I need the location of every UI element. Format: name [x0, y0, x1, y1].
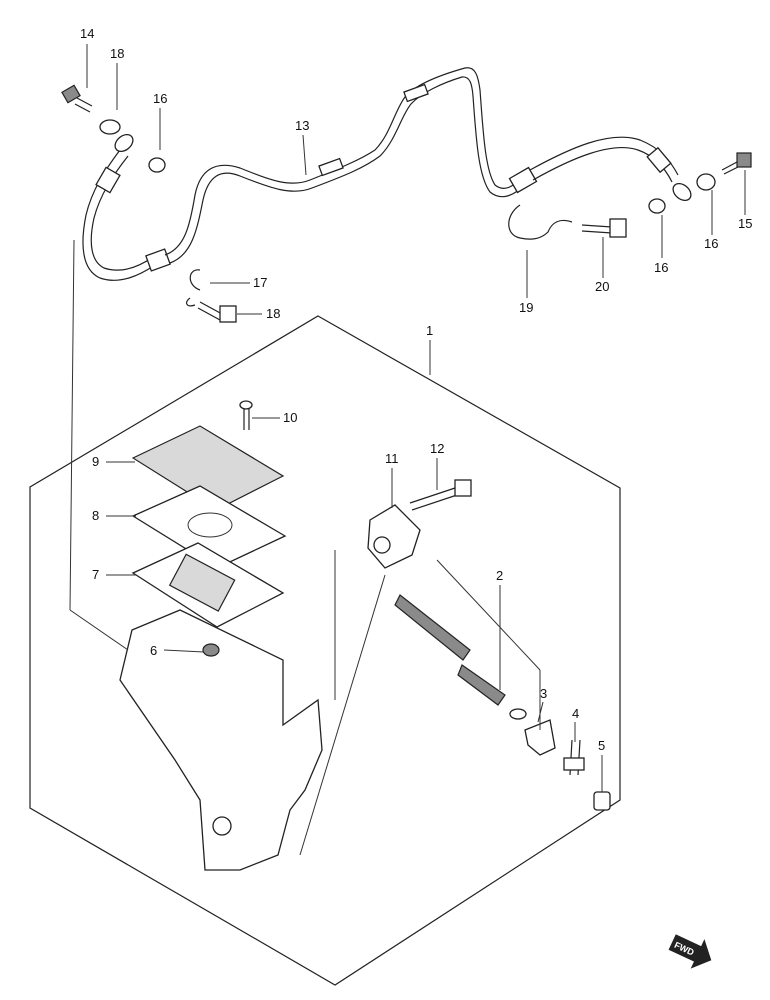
- callout-10: 10: [283, 410, 297, 425]
- clamp-17: [185, 269, 201, 307]
- callout-7: 7: [92, 567, 99, 582]
- callout-11: 11: [385, 451, 399, 466]
- callout-13: 13: [295, 118, 309, 133]
- washer-16b: [648, 198, 666, 214]
- bolt-15: [721, 152, 752, 175]
- callout-18: 18: [266, 306, 280, 321]
- screw-10: [239, 400, 253, 430]
- assembly-outline: [29, 315, 621, 986]
- boot-3: [524, 719, 556, 756]
- callout-17: 17: [253, 275, 267, 290]
- callout-5: 5: [598, 738, 605, 753]
- washer-16a: [148, 157, 166, 173]
- callout-8: 8: [92, 508, 99, 523]
- wire-clip-19: [508, 204, 573, 240]
- callout-20: 20: [595, 279, 609, 294]
- callout-3: 3: [540, 686, 547, 701]
- brake-hose: [82, 67, 692, 281]
- callout-6: 6: [150, 643, 157, 658]
- callout-14: 14: [80, 26, 94, 41]
- callout-18: 18: [110, 46, 124, 61]
- bolt-12: [409, 479, 472, 511]
- push-rod-4: [563, 739, 585, 776]
- bracket-11: [367, 504, 421, 569]
- callout-16: 16: [153, 91, 167, 106]
- callout-1: 1: [426, 323, 433, 338]
- master-cylinder-body: [119, 609, 323, 871]
- front-arrow-icon: FWD: [668, 934, 712, 969]
- piston-set-2: [394, 594, 527, 720]
- washer-18a: [99, 119, 121, 135]
- callout-4: 4: [572, 706, 579, 721]
- callout-16: 16: [654, 260, 668, 275]
- callout-19: 19: [519, 300, 533, 315]
- bolt-18b: [197, 301, 237, 323]
- bolt-20: [581, 218, 627, 238]
- callout-9: 9: [92, 454, 99, 469]
- callout-15: 15: [738, 216, 752, 231]
- washer-16c: [696, 173, 716, 191]
- callout-12: 12: [430, 441, 444, 456]
- callout-16: 16: [704, 236, 718, 251]
- callout-2: 2: [496, 568, 503, 583]
- bolt-14: [61, 84, 93, 113]
- cap-5: [593, 791, 611, 811]
- leader-lines: [86, 44, 746, 792]
